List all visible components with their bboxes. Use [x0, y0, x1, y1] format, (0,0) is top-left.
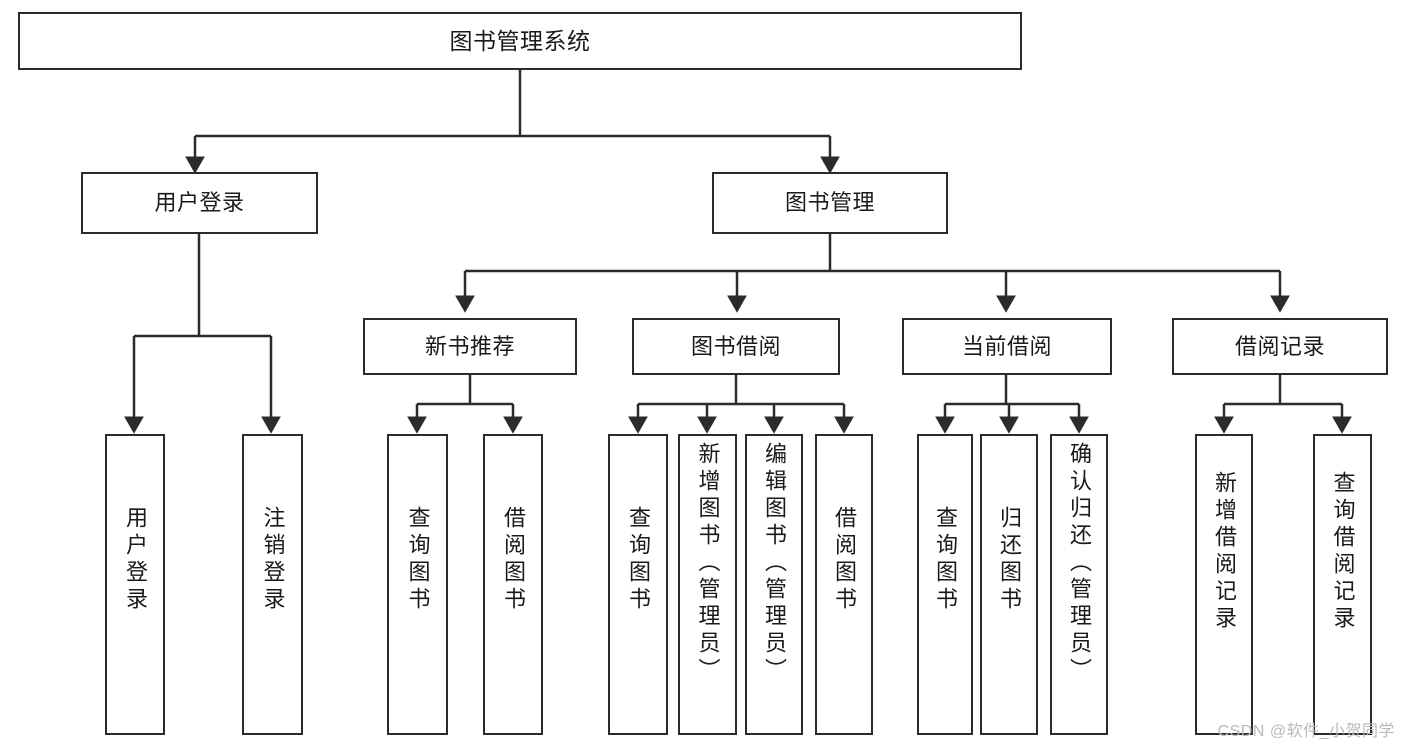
node-book-borrow-label: 图书借阅 — [690, 333, 781, 359]
leaf-add-record[interactable]: 新增借阅记录 — [1195, 434, 1253, 735]
leaf-add-record-label: 新增借阅记录 — [1212, 471, 1237, 633]
node-new-book-recommend-label: 新书推荐 — [424, 333, 515, 359]
leaf-confirm-return[interactable]: 确认归还（管理员） — [1050, 434, 1108, 735]
node-book-manage-label: 图书管理 — [784, 190, 875, 216]
node-book-borrow[interactable]: 图书借阅 — [632, 318, 840, 375]
watermark: CSDN @软件_小贺同学 — [1217, 723, 1395, 740]
leaf-query-book-2[interactable]: 查询图书 — [608, 434, 668, 735]
leaf-query-book-1-label: 查询图书 — [405, 506, 431, 614]
node-current-borrow-label: 当前借阅 — [961, 333, 1052, 359]
node-new-book-recommend[interactable]: 新书推荐 — [363, 318, 577, 375]
node-borrow-record-label: 借阅记录 — [1234, 333, 1325, 359]
node-root-label: 图书管理系统 — [449, 27, 591, 54]
leaf-add-book[interactable]: 新增图书（管理员） — [678, 434, 737, 735]
node-user-login[interactable]: 用户登录 — [81, 172, 318, 234]
leaf-user-login[interactable]: 用户登录 — [105, 434, 165, 735]
node-root[interactable]: 图书管理系统 — [18, 12, 1022, 70]
leaf-borrow-book-2[interactable]: 借阅图书 — [815, 434, 873, 735]
leaf-return-book[interactable]: 归还图书 — [980, 434, 1038, 735]
node-user-login-label: 用户登录 — [154, 190, 245, 216]
node-current-borrow[interactable]: 当前借阅 — [902, 318, 1112, 375]
leaf-query-book-3-label: 查询图书 — [933, 506, 958, 614]
leaf-logout-label: 注销登录 — [260, 506, 286, 614]
leaf-return-book-label: 归还图书 — [997, 506, 1022, 614]
leaf-confirm-return-label: 确认归还（管理员） — [1067, 442, 1092, 685]
leaf-query-book-2-label: 查询图书 — [626, 506, 651, 614]
leaf-query-record[interactable]: 查询借阅记录 — [1313, 434, 1372, 735]
node-borrow-record[interactable]: 借阅记录 — [1172, 318, 1388, 375]
leaf-user-login-label: 用户登录 — [123, 506, 148, 614]
leaf-query-book-3[interactable]: 查询图书 — [917, 434, 973, 735]
leaf-edit-book[interactable]: 编辑图书（管理员） — [745, 434, 803, 735]
leaf-query-book-1[interactable]: 查询图书 — [387, 434, 448, 735]
leaf-borrow-book-1[interactable]: 借阅图书 — [483, 434, 543, 735]
leaf-logout[interactable]: 注销登录 — [242, 434, 303, 735]
leaf-borrow-book-1-label: 借阅图书 — [501, 506, 526, 614]
leaf-query-record-label: 查询借阅记录 — [1330, 471, 1356, 633]
leaf-borrow-book-2-label: 借阅图书 — [832, 506, 857, 614]
leaf-add-book-label: 新增图书（管理员） — [695, 442, 721, 685]
node-book-manage[interactable]: 图书管理 — [712, 172, 948, 234]
leaf-edit-book-label: 编辑图书（管理员） — [762, 442, 787, 685]
